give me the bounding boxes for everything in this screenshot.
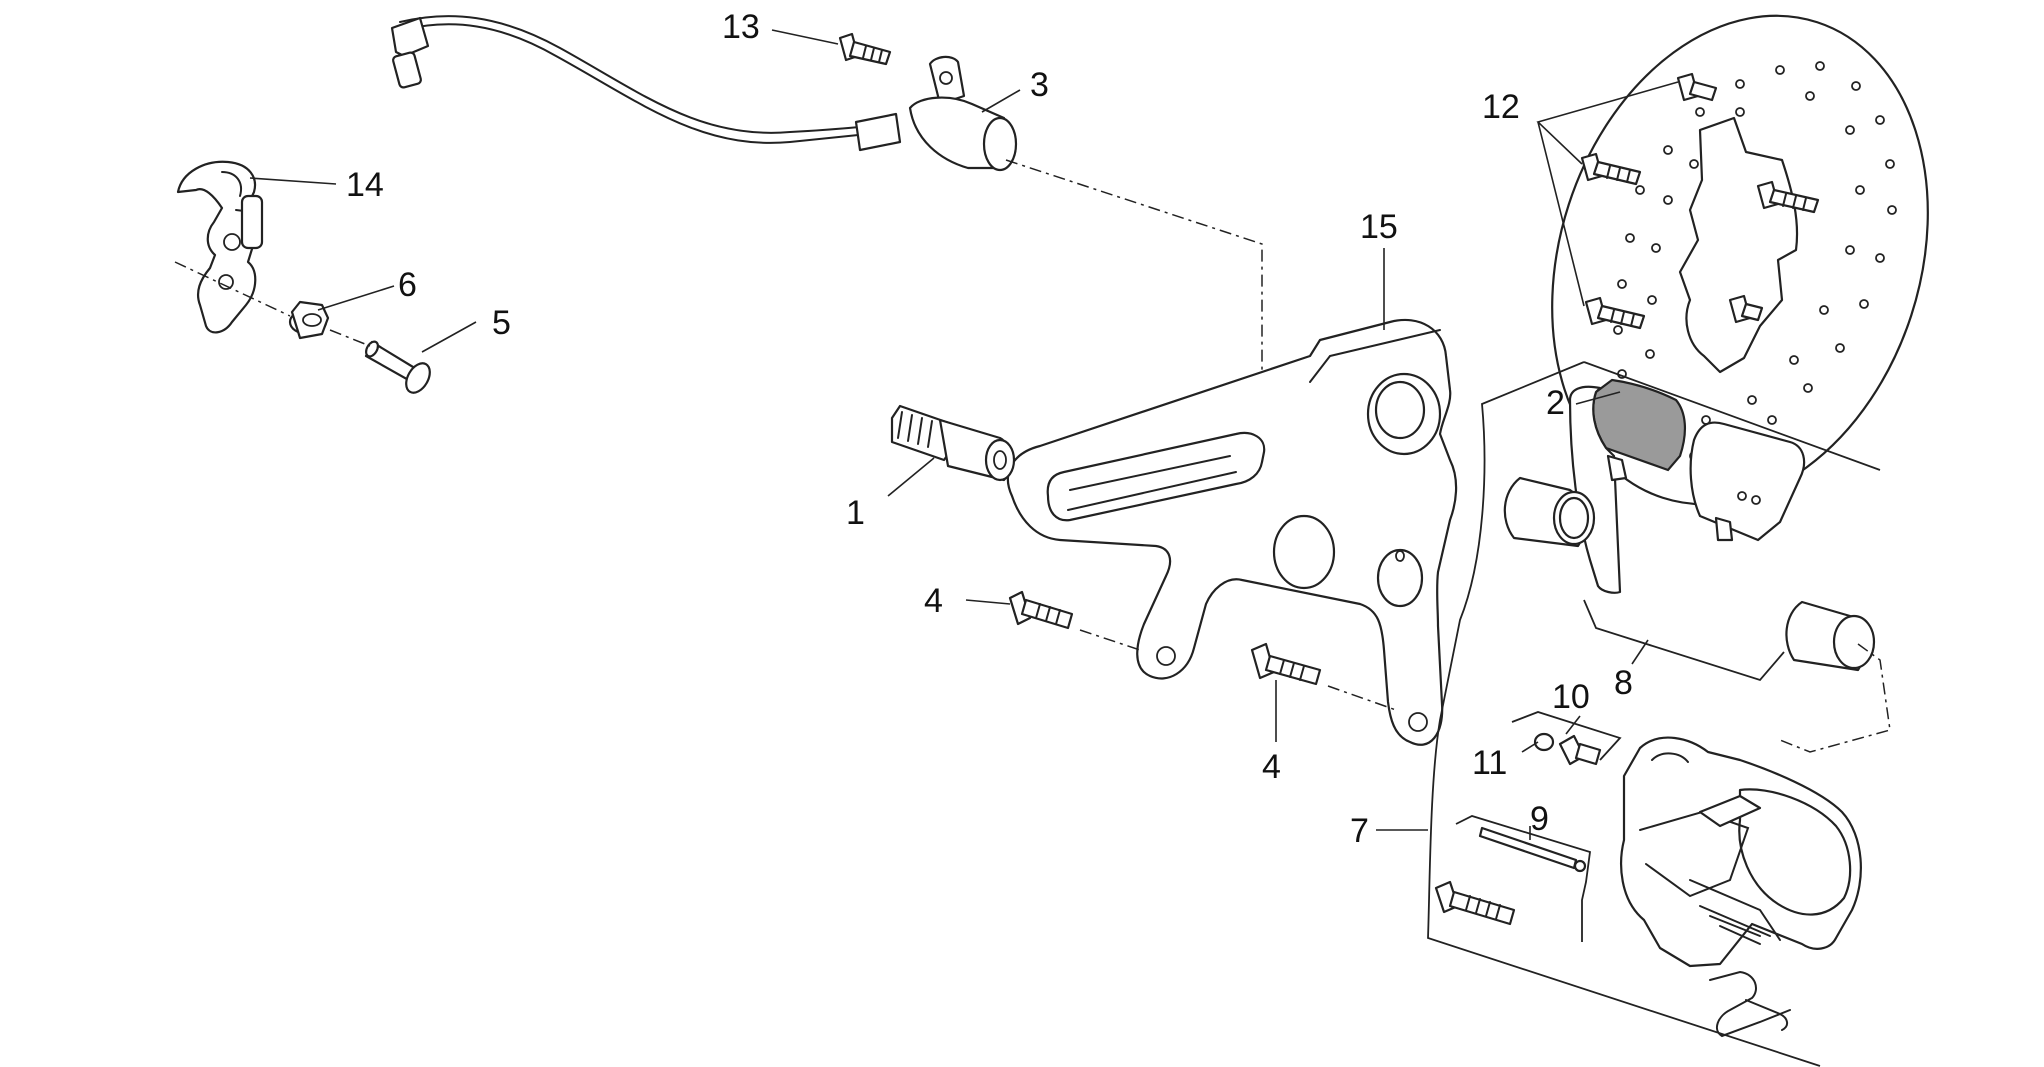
axis-line-screw-lower [1327, 685, 1397, 711]
part-11-bleed-cap [1533, 732, 1555, 752]
callout-3: 3 [1030, 66, 1049, 104]
callout-11: 11 [1472, 744, 1507, 782]
leader-2 [1575, 391, 1621, 405]
part-4-screw-lower [1250, 642, 1322, 686]
leader-11 [1521, 741, 1539, 753]
caliper-body [1620, 736, 1862, 968]
axis-line-sensor [1005, 159, 1263, 372]
part-4-screw-upper [1008, 590, 1074, 630]
part-14-brake-lever [176, 160, 264, 334]
part-13-screw [838, 32, 892, 66]
part-8-brake-pads [1568, 378, 1806, 594]
part-12-disc-screws [1580, 72, 1820, 330]
callout-2: 2 [1546, 384, 1565, 422]
part-5-pin [364, 340, 431, 394]
leader-10 [1565, 715, 1581, 735]
pad-pin-boundary [1455, 815, 1591, 942]
caliper-piston-left [1503, 476, 1596, 548]
callout-9: 9 [1530, 800, 1549, 838]
leader-6 [317, 285, 395, 311]
callout-4-upper: 4 [924, 582, 943, 620]
callout-8: 8 [1614, 664, 1633, 702]
caliper-piston-right [1785, 600, 1876, 672]
callout-13: 13 [722, 8, 760, 46]
caliper-kit-boundary [1427, 361, 1881, 1067]
callout-14: 14 [346, 166, 384, 204]
leader-3 [981, 89, 1021, 113]
part-10-bleed-screw [1558, 734, 1602, 766]
part-3-speed-sensor [390, 15, 1018, 172]
callout-1: 1 [846, 494, 865, 532]
leader-12 [1536, 81, 1679, 307]
part-6-bushing [288, 300, 330, 340]
callout-15: 15 [1360, 208, 1398, 246]
caliper-mounting-screw [1434, 880, 1516, 926]
part-9-pad-pin [1478, 826, 1587, 873]
axis-line-piston [1779, 643, 1891, 753]
axis-line-lever [174, 261, 371, 347]
leader-5 [421, 321, 477, 353]
brake-pads-boundary [1583, 599, 1785, 682]
part-15-caliper-bracket [1006, 318, 1458, 746]
leader-14 [249, 177, 337, 185]
part-1-spacer-pin [890, 404, 1016, 482]
leader-4-upper [965, 599, 1011, 605]
part-2-brake-disc [1551, 14, 1929, 506]
callout-6: 6 [398, 266, 417, 304]
callout-4-lower: 4 [1262, 748, 1281, 786]
leader-1 [887, 457, 935, 497]
caliper-retaining-clip [1709, 970, 1791, 1038]
bleed-screw-boundary [1511, 711, 1622, 761]
leader-8 [1631, 639, 1649, 665]
callout-12: 12 [1482, 88, 1520, 126]
callout-5: 5 [492, 304, 511, 342]
callout-7: 7 [1350, 812, 1369, 850]
leader-13 [771, 29, 839, 45]
callout-10: 10 [1552, 678, 1590, 716]
axis-line-screw-upper [1079, 629, 1141, 651]
